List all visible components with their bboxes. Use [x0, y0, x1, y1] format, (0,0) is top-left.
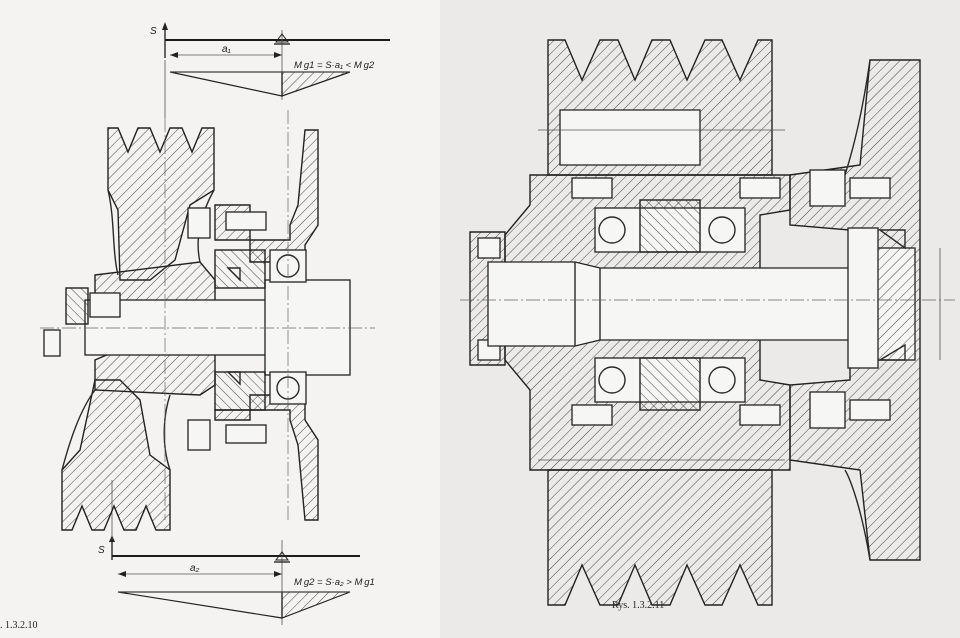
pulley-left-figure: [40, 127, 375, 531]
top-distance-label: a₁: [222, 44, 231, 55]
right-figure-caption: Rys. 1.3.2.11: [612, 600, 664, 611]
bottom-distance-label: a₂: [190, 563, 200, 574]
moment-diagram-bottom: [109, 535, 360, 625]
bottom-force-label: S: [98, 545, 105, 556]
bearing-housing-left: [187, 129, 319, 521]
right-figure: [460, 39, 955, 606]
left-figure-caption: . 1.3.2.10: [0, 620, 38, 631]
moment-diagram-top: [162, 22, 390, 100]
left-figure: [40, 22, 390, 625]
bottom-moment-formula: M g2 = S·a₂ > M g1: [294, 577, 375, 588]
top-force-label: S: [150, 26, 157, 37]
top-moment-formula: M g1 = S·a₁ < M g2: [294, 60, 375, 71]
